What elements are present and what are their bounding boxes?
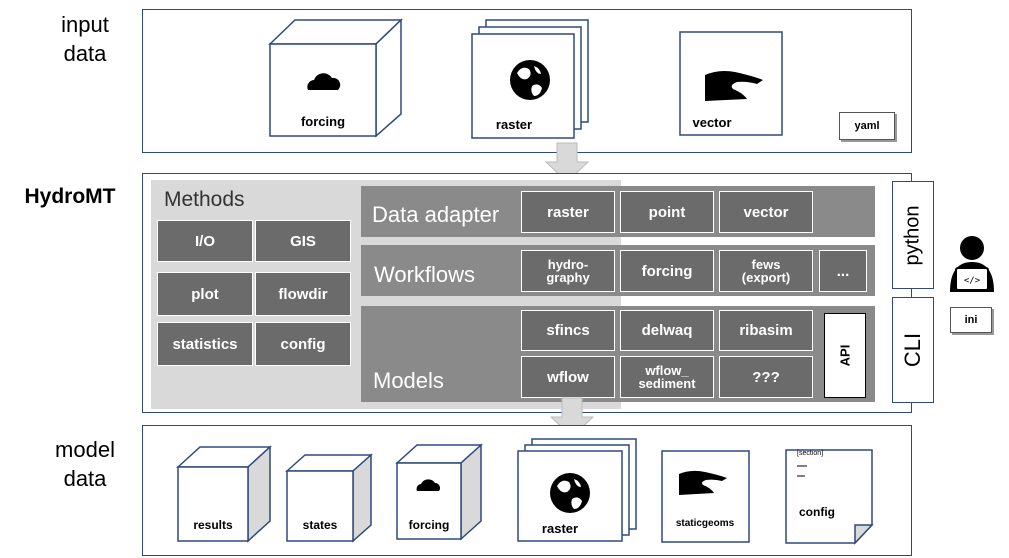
data-adapter-title: Data adapter [372,202,500,227]
workflow-more-button[interactable]: ... [819,250,867,292]
method-config-button[interactable]: config [255,322,351,366]
adapter-point-button[interactable]: point [620,191,714,233]
model-wflow-button[interactable]: wflow [521,356,615,398]
python-interface-tab[interactable]: python [892,181,934,289]
raster-stack-icon [471,19,589,139]
model-forcing-label: forcing [408,518,450,532]
workflow-forcing-button[interactable]: forcing [620,250,714,292]
adapter-raster-button[interactable]: raster [521,191,615,233]
workflow-hydrography-button[interactable]: hydro- graphy [521,250,615,292]
model-delwaq-button[interactable]: delwaq [620,310,714,351]
yaml-file-tag: yaml [839,112,895,140]
method-plot-button[interactable]: plot [157,272,253,316]
model-raster-stack-icon [517,438,637,542]
forcing-cube-icon [268,18,403,138]
input-vector-label: vector [692,115,732,130]
model-unknown-button[interactable]: ??? [719,356,813,398]
results-label: results [193,518,233,532]
config-label: config [799,505,835,519]
model-wflow-sediment-button[interactable]: wflow_ sediment [620,356,714,398]
method-gis-button[interactable]: GIS [255,220,351,262]
model-forcing-cube-icon [395,443,483,541]
config-section-text: [section] [797,450,824,457]
workflows-title: Workflows [374,262,476,287]
hydromt-label: HydroMT [24,185,116,208]
method-statistics-button[interactable]: statistics [157,322,253,366]
method-io-button[interactable]: I/O [157,220,253,262]
developer-user-icon: </> [950,236,994,292]
input-data-label: input data [61,12,109,66]
input-raster-label: raster [495,117,533,132]
methods-title: Methods [164,188,245,211]
staticgeoms-label: staticgeoms [675,518,735,529]
model-ribasim-button[interactable]: ribasim [719,310,813,351]
vector-document-icon [679,31,783,136]
results-cube-icon [176,445,272,543]
staticgeoms-document-icon [661,450,750,543]
states-cube-icon [285,453,373,543]
arrow-down-icon [544,142,590,183]
models-title: Models [373,368,444,393]
api-box[interactable]: API [824,313,866,398]
method-flowdir-button[interactable]: flowdir [255,272,351,316]
model-raster-label: raster [541,521,579,536]
cli-interface-tab[interactable]: CLI [892,297,934,403]
adapter-vector-button[interactable]: vector [719,191,813,233]
config-document-icon [785,449,874,545]
svg-text:</>: </> [964,276,981,286]
api-label: API [837,344,853,367]
model-sfincs-button[interactable]: sfincs [521,310,615,351]
model-data-label: model data [55,437,115,491]
input-forcing-label: forcing [300,114,346,129]
ini-file-tag: ini [950,307,992,333]
states-label: states [302,518,338,532]
workflow-fews-export-button[interactable]: fews (export) [719,250,813,292]
